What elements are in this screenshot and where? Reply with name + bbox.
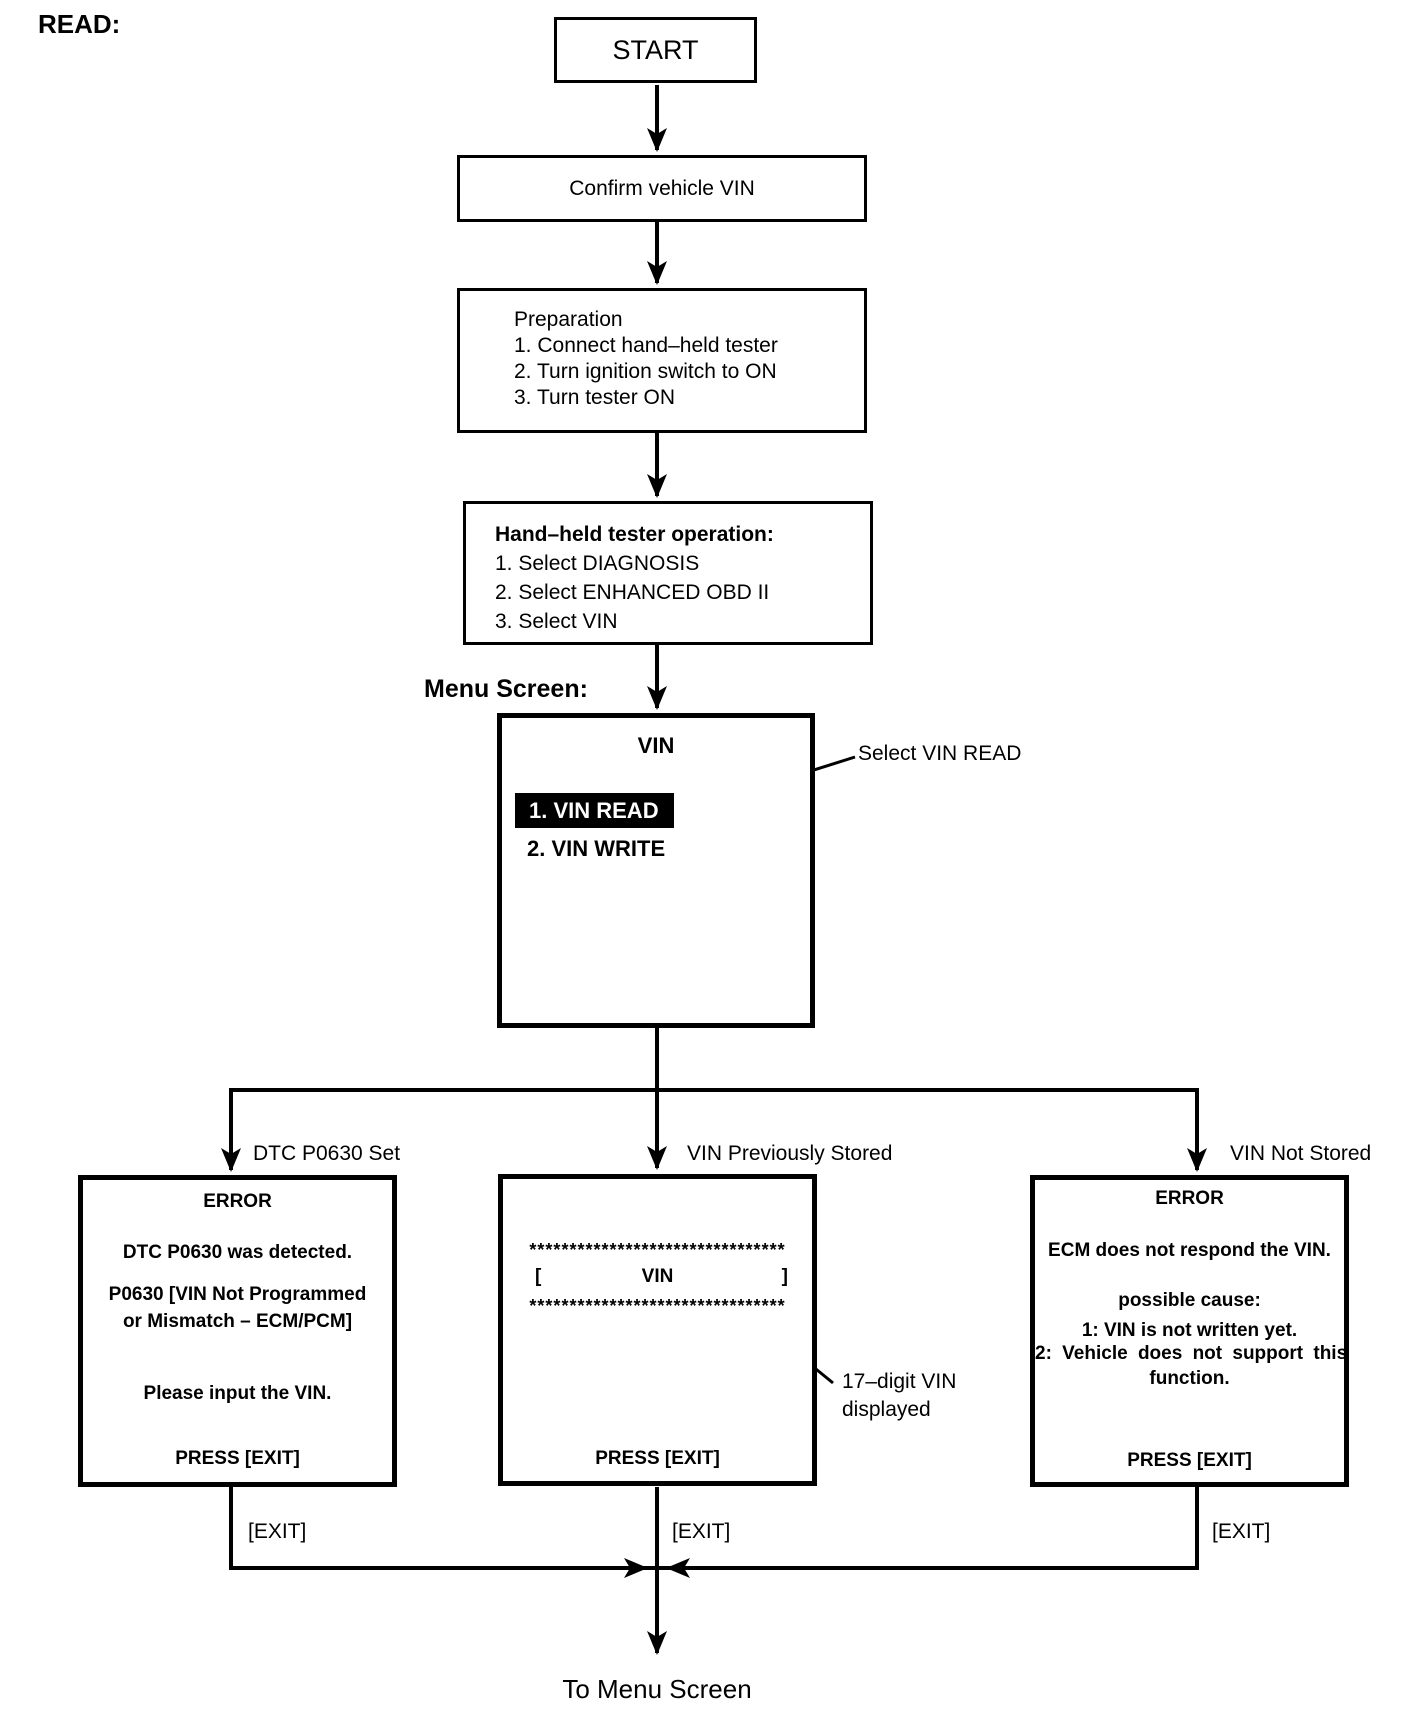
vin-menu-title: VIN — [637, 733, 675, 758]
dtc-press-exit: PRESS [EXIT] — [175, 1448, 300, 1469]
vin-display-screen: ******************************** [ VIN ]… — [498, 1174, 817, 1486]
menu-item-vin-read[interactable]: 1. VIN READ — [515, 793, 674, 828]
error-dtc-p0630-screen: ERROR DTC P0630 was detected. P0630 [VIN… — [78, 1175, 397, 1487]
seventeen-digit-callout-line1: 17–digit VIN — [842, 1370, 957, 1393]
ecm-press-exit: PRESS [EXIT] — [1127, 1450, 1252, 1471]
branch-label-vin-previously-stored: VIN Previously Stored — [687, 1142, 893, 1165]
select-vin-read-callout: Select VIN READ — [858, 742, 1022, 765]
menu-item-vin-write[interactable]: 2. VIN WRITE — [527, 836, 666, 861]
preparation-node: Preparation 1. Connect hand–held tester … — [457, 288, 867, 433]
ecm-cause-2: 2: Vehicle does not support this — [1035, 1343, 1348, 1364]
preparation-title: Preparation — [514, 308, 623, 331]
vin-field-label: VIN — [641, 1266, 674, 1287]
tester-operation-title: Hand–held tester operation: — [495, 523, 774, 546]
error-ecm-screen: ERROR ECM does not respond the VIN. poss… — [1030, 1175, 1349, 1487]
tester-operation-step-3: 3. Select VIN — [495, 610, 618, 633]
preparation-step-3: 3. Turn tester ON — [514, 386, 676, 409]
start-label: START — [612, 34, 699, 65]
vin-stars-top: ******************************** — [529, 1240, 786, 1260]
read-section-label: READ: — [38, 9, 121, 39]
start-node: START — [554, 17, 757, 83]
dtc-code-line-1: P0630 [VIN Not Programmed — [108, 1284, 367, 1305]
confirm-vin-node: Confirm vehicle VIN — [457, 155, 867, 222]
ecm-possible-cause-title: possible cause: — [1118, 1290, 1261, 1311]
ecm-error-title: ERROR — [1155, 1188, 1224, 1209]
vin-bracket-open: [ — [535, 1266, 542, 1287]
seventeen-digit-callout-line2: displayed — [842, 1398, 931, 1421]
dtc-input-vin-line: Please input the VIN. — [143, 1383, 332, 1404]
branch-label-dtc-set: DTC P0630 Set — [253, 1142, 401, 1165]
exit-label-center: [EXIT] — [672, 1520, 731, 1543]
dtc-code-line-2: or Mismatch – ECM/PCM] — [122, 1311, 353, 1332]
vin-bracket-row: [ VIN ] — [503, 1266, 812, 1290]
preparation-step-2: 2. Turn ignition switch to ON — [514, 360, 777, 383]
menu-item-vin-read-label: 1. VIN READ — [529, 797, 659, 823]
exit-label-right: [EXIT] — [1212, 1520, 1271, 1543]
vin-stars-bottom: ******************************** — [529, 1296, 786, 1316]
stored-press-exit: PRESS [EXIT] — [595, 1448, 720, 1469]
dtc-error-title: ERROR — [203, 1191, 272, 1212]
exit-label-left: [EXIT] — [248, 1520, 307, 1543]
branch-label-vin-not-stored: VIN Not Stored — [1230, 1142, 1372, 1165]
tester-operation-step-1: 1. Select DIAGNOSIS — [495, 552, 700, 575]
vin-menu-screen: VIN 1. VIN READ 2. VIN WRITE — [497, 713, 815, 1028]
confirm-vin-label: Confirm vehicle VIN — [569, 176, 755, 200]
ecm-cause-2-cont: function. — [1149, 1368, 1230, 1389]
menu-screen-label: Menu Screen: — [424, 675, 588, 703]
ecm-cause-1: 1: VIN is not written yet. — [1081, 1320, 1298, 1341]
preparation-step-1: 1. Connect hand–held tester — [514, 334, 778, 357]
tester-operation-step-2: 2. Select ENHANCED OBD II — [495, 581, 770, 604]
to-menu-screen-label: To Menu Screen — [562, 1674, 752, 1704]
ecm-no-respond-line: ECM does not respond the VIN. — [1048, 1240, 1331, 1261]
tester-operation-node: Hand–held tester operation: 1. Select DI… — [463, 501, 873, 645]
dtc-detected-line: DTC P0630 was detected. — [122, 1242, 353, 1263]
vin-bracket-close: ] — [781, 1266, 788, 1287]
